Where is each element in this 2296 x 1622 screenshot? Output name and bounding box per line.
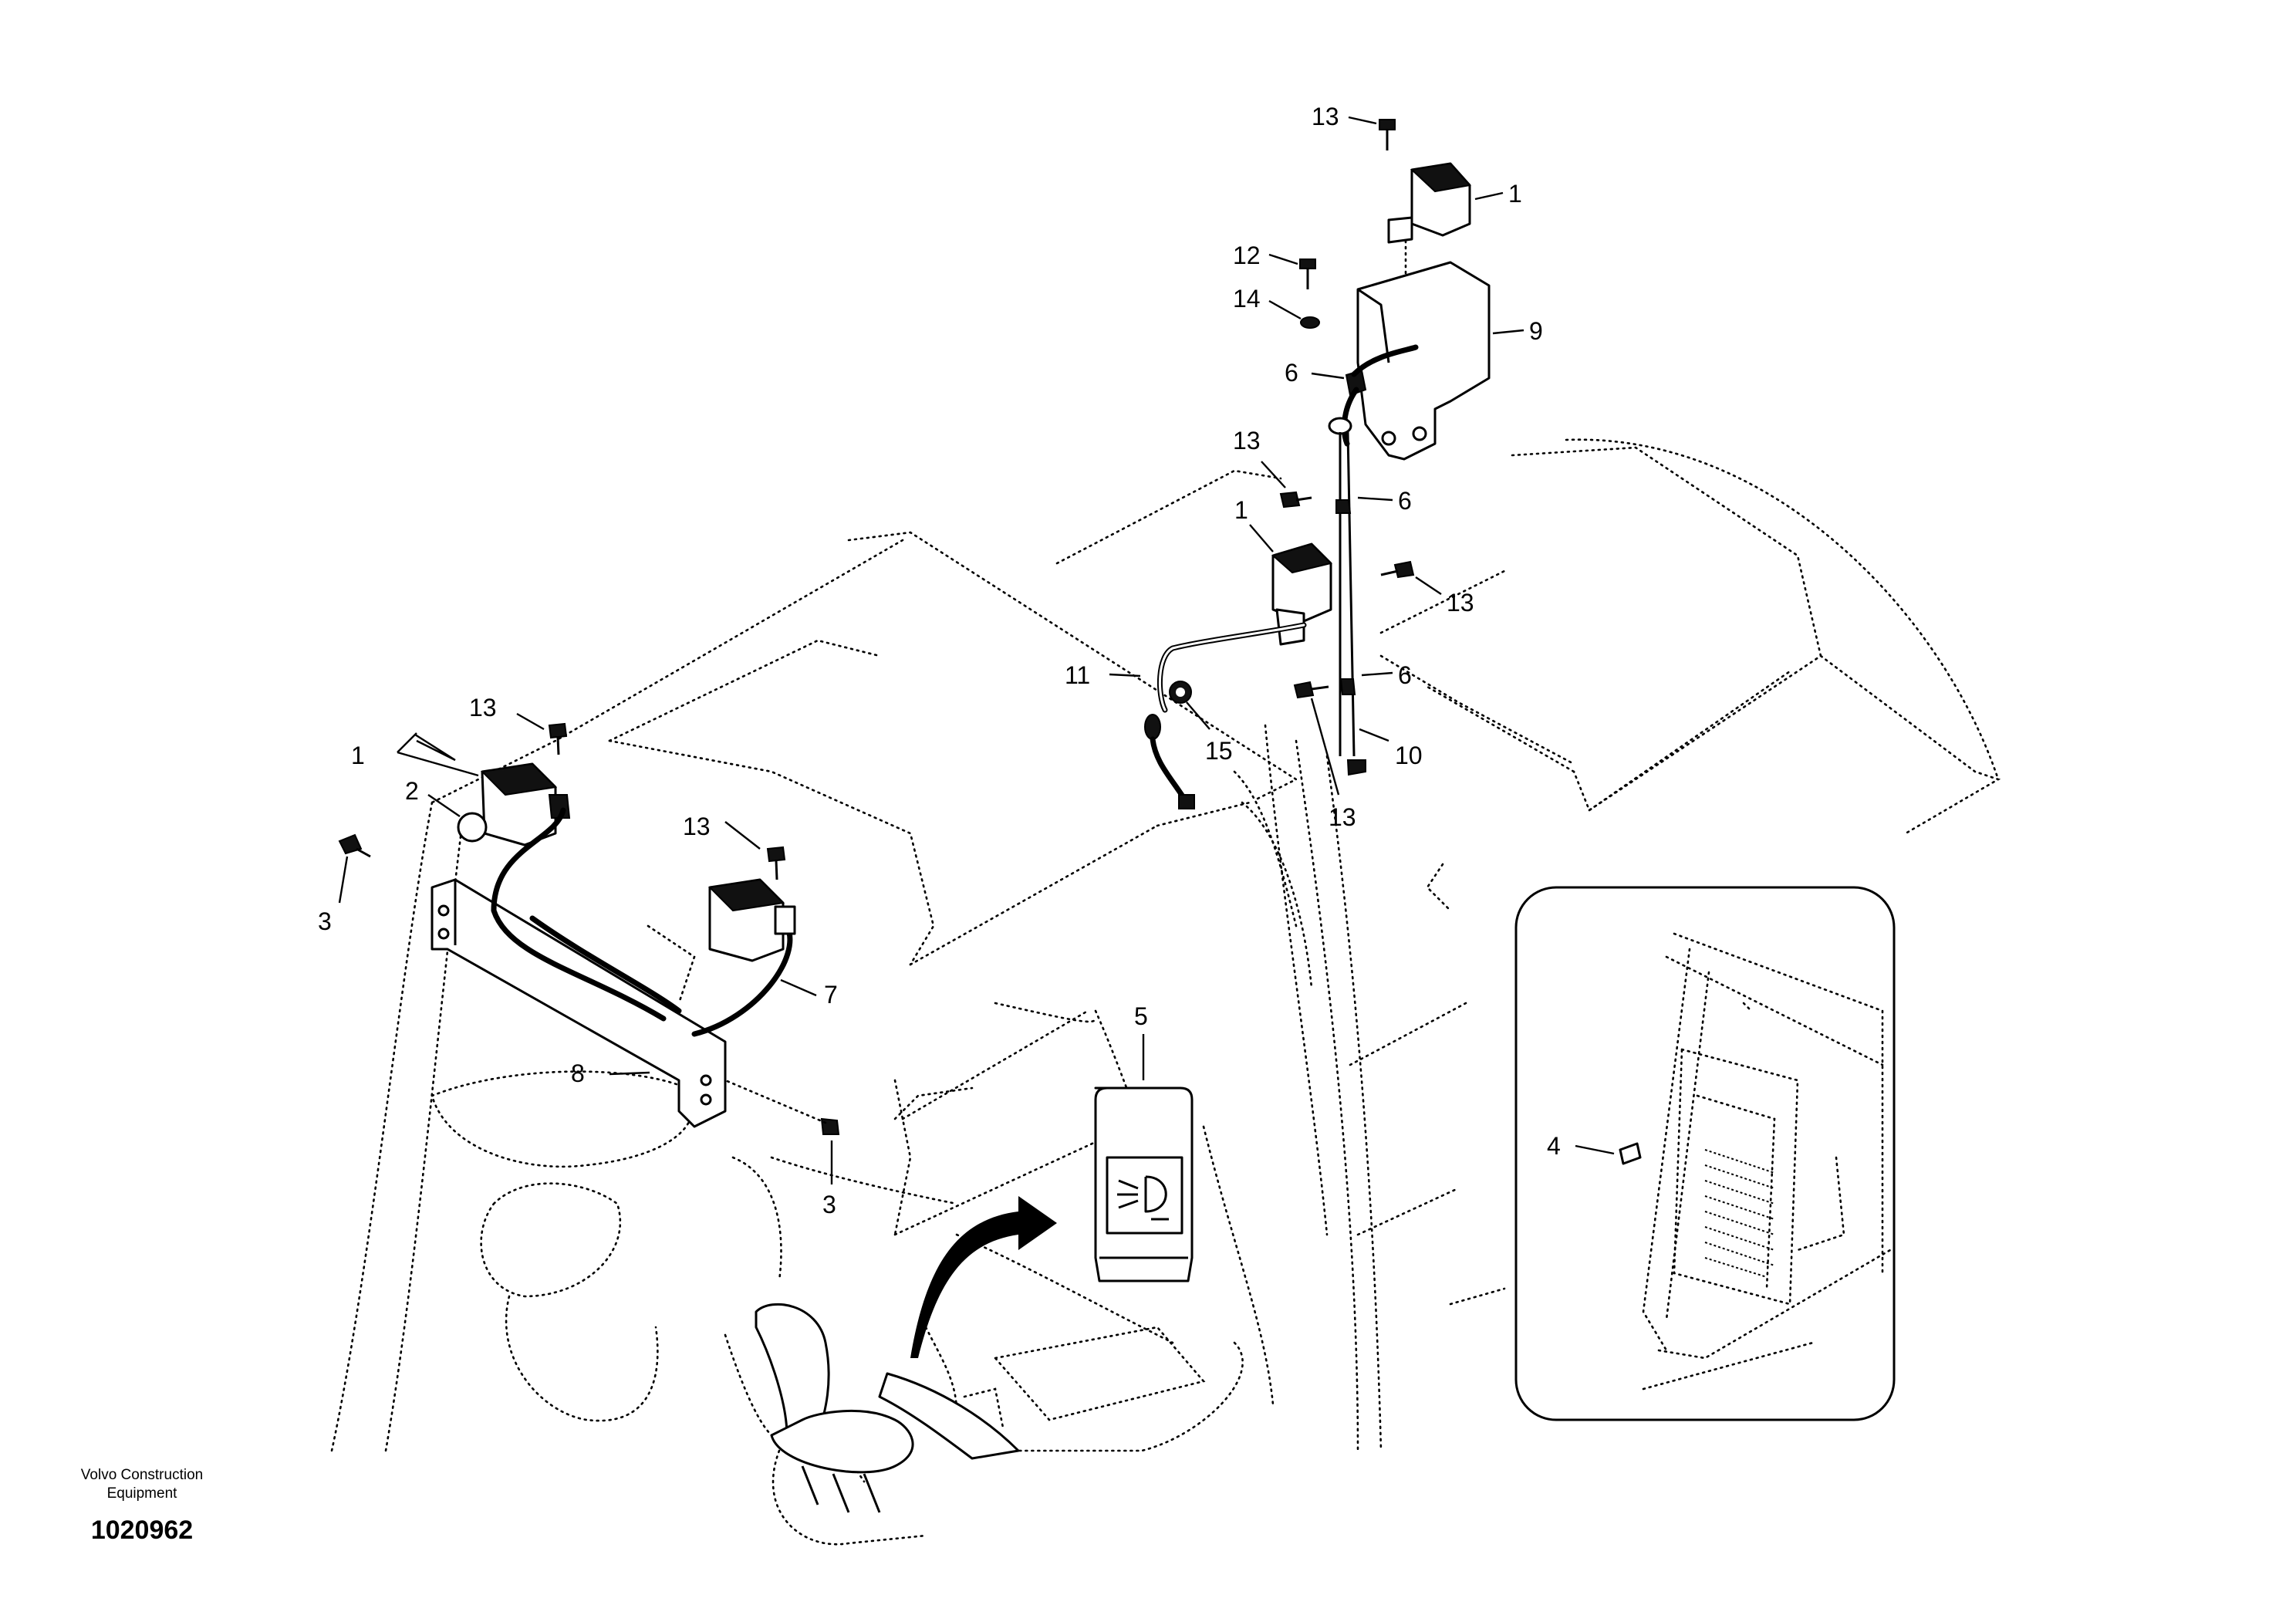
callout-8: 8: [571, 1059, 585, 1087]
callout-1-mid: 1: [1234, 496, 1248, 524]
left-lamp-assembly: [338, 722, 840, 1135]
light-switch-5: [1094, 1086, 1194, 1282]
callout-4: 4: [1547, 1132, 1561, 1160]
callout-1-left: 1: [351, 742, 365, 769]
callout-labels: 13 1 12 14 9 6 13 6 1 13 11 6 15 10 13 1…: [318, 103, 1561, 1218]
callout-7: 7: [824, 981, 838, 1009]
inset-detail-panel: [1514, 886, 1896, 1421]
callout-6-b: 6: [1398, 487, 1412, 515]
drawing-number: 1020962: [90, 1516, 194, 1545]
callout-6-c: 6: [1398, 661, 1412, 689]
callout-13-top: 13: [1312, 103, 1339, 130]
top-work-lamp-assembly: [1279, 119, 1491, 776]
brand-name-line1: Volvo Construction: [80, 1467, 204, 1483]
joystick: [755, 1303, 1020, 1513]
callout-3-left: 3: [318, 907, 332, 935]
callout-13-mid-right: 13: [1447, 589, 1474, 617]
callout-13-center: 13: [683, 813, 711, 840]
callout-14: 14: [1233, 285, 1261, 313]
middle-work-lamp: [1144, 542, 1332, 809]
callout-13-left: 13: [469, 694, 497, 721]
brand-name-line2: Equipment: [106, 1485, 177, 1502]
callout-13-lower: 13: [1329, 803, 1356, 831]
callout-1-top: 1: [1508, 180, 1522, 208]
callout-11: 11: [1065, 661, 1090, 689]
callout-12: 12: [1233, 242, 1261, 269]
callout-2: 2: [405, 777, 419, 805]
callout-6-a: 6: [1285, 359, 1298, 387]
callout-5: 5: [1134, 1002, 1148, 1030]
callout-15: 15: [1205, 737, 1233, 765]
callout-3-bottom: 3: [822, 1191, 836, 1218]
callout-9: 9: [1529, 317, 1543, 345]
curved-arrow: [910, 1196, 1057, 1358]
callout-13-mid-left: 13: [1233, 427, 1261, 454]
callout-10: 10: [1395, 742, 1423, 769]
title-block: Volvo Construction Equipment 1020962: [65, 1466, 219, 1546]
leader-lines: [338, 116, 1615, 1184]
